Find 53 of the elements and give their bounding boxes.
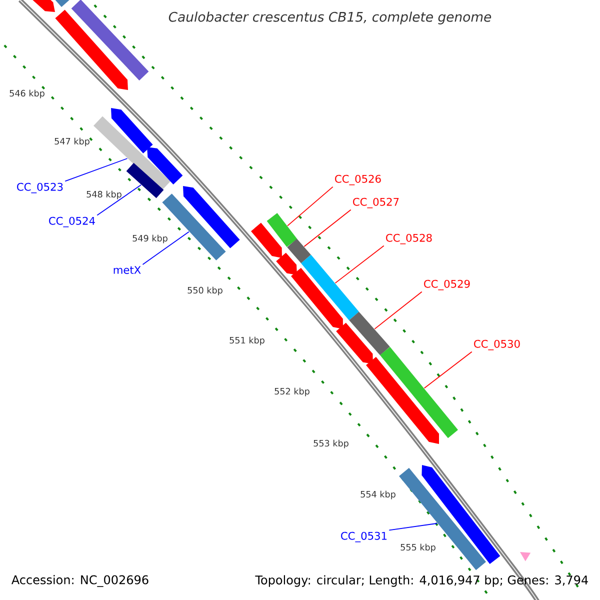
gene-bar [54,0,70,7]
gene-bar [291,268,343,329]
gene-label: CC_0527 [353,198,399,208]
position-label: 551 kbp [230,336,264,346]
gene-bar [126,162,164,198]
leader-line [388,522,438,531]
position-label: 554 kbp [360,490,396,500]
gene-label: CC_0523 [17,182,63,194]
feature-triangle [520,552,531,562]
gene-bar [31,0,55,12]
gene-bar [251,222,282,258]
leader-line [142,231,190,265]
gene-label: CC_0528 [386,234,432,244]
leader-line [287,186,334,226]
gene-label: CC_0529 [424,280,470,290]
leader-line [334,245,384,284]
gene-label: metX [114,266,141,274]
gene-bar [301,254,359,320]
gene-bar [366,356,439,444]
gene-bar [94,116,170,191]
position-label: 552 kbp [274,388,310,396]
position-label: 555 kbp [400,544,436,552]
position-label: 553 kbp [314,440,348,448]
gene-label: CC_0524 [49,216,95,228]
gene-bar [276,252,297,275]
gene-bar [336,322,373,364]
leader-line [96,184,142,216]
gene-bar [147,147,183,184]
gene-bar [399,468,486,570]
gene-bar [349,312,390,356]
footer-text: Accession: NC_002696 [12,575,148,587]
gene-bar [380,346,458,438]
gene-label: CC_0526 [335,174,381,186]
leader-line [424,351,472,389]
gene-label: CC_0530 [474,340,520,350]
position-label: 549 kbp [132,234,168,244]
position-label: 546 kbp [10,90,44,98]
leader-line [374,291,422,330]
gene-label: CC_0531 [341,532,387,542]
position-label: 547 kbp [54,138,90,146]
gene-bar [266,213,298,247]
position-label: 550 kbp [188,286,222,296]
gene-bar [422,465,500,564]
gene-bar [111,108,153,154]
leader-line [64,158,128,182]
gene-bar [55,10,128,90]
title: Caulobacter crescentus CB15, complete genome [168,12,492,24]
footer-text: Topology: circular; Length: 4,016,947 bp; Genes: 3,794 [255,575,588,587]
gene-bar [71,0,149,80]
position-label: 548 kbp [86,190,122,200]
leader-line [304,209,352,247]
gene-bar [287,238,311,264]
gene-bar [183,186,240,248]
